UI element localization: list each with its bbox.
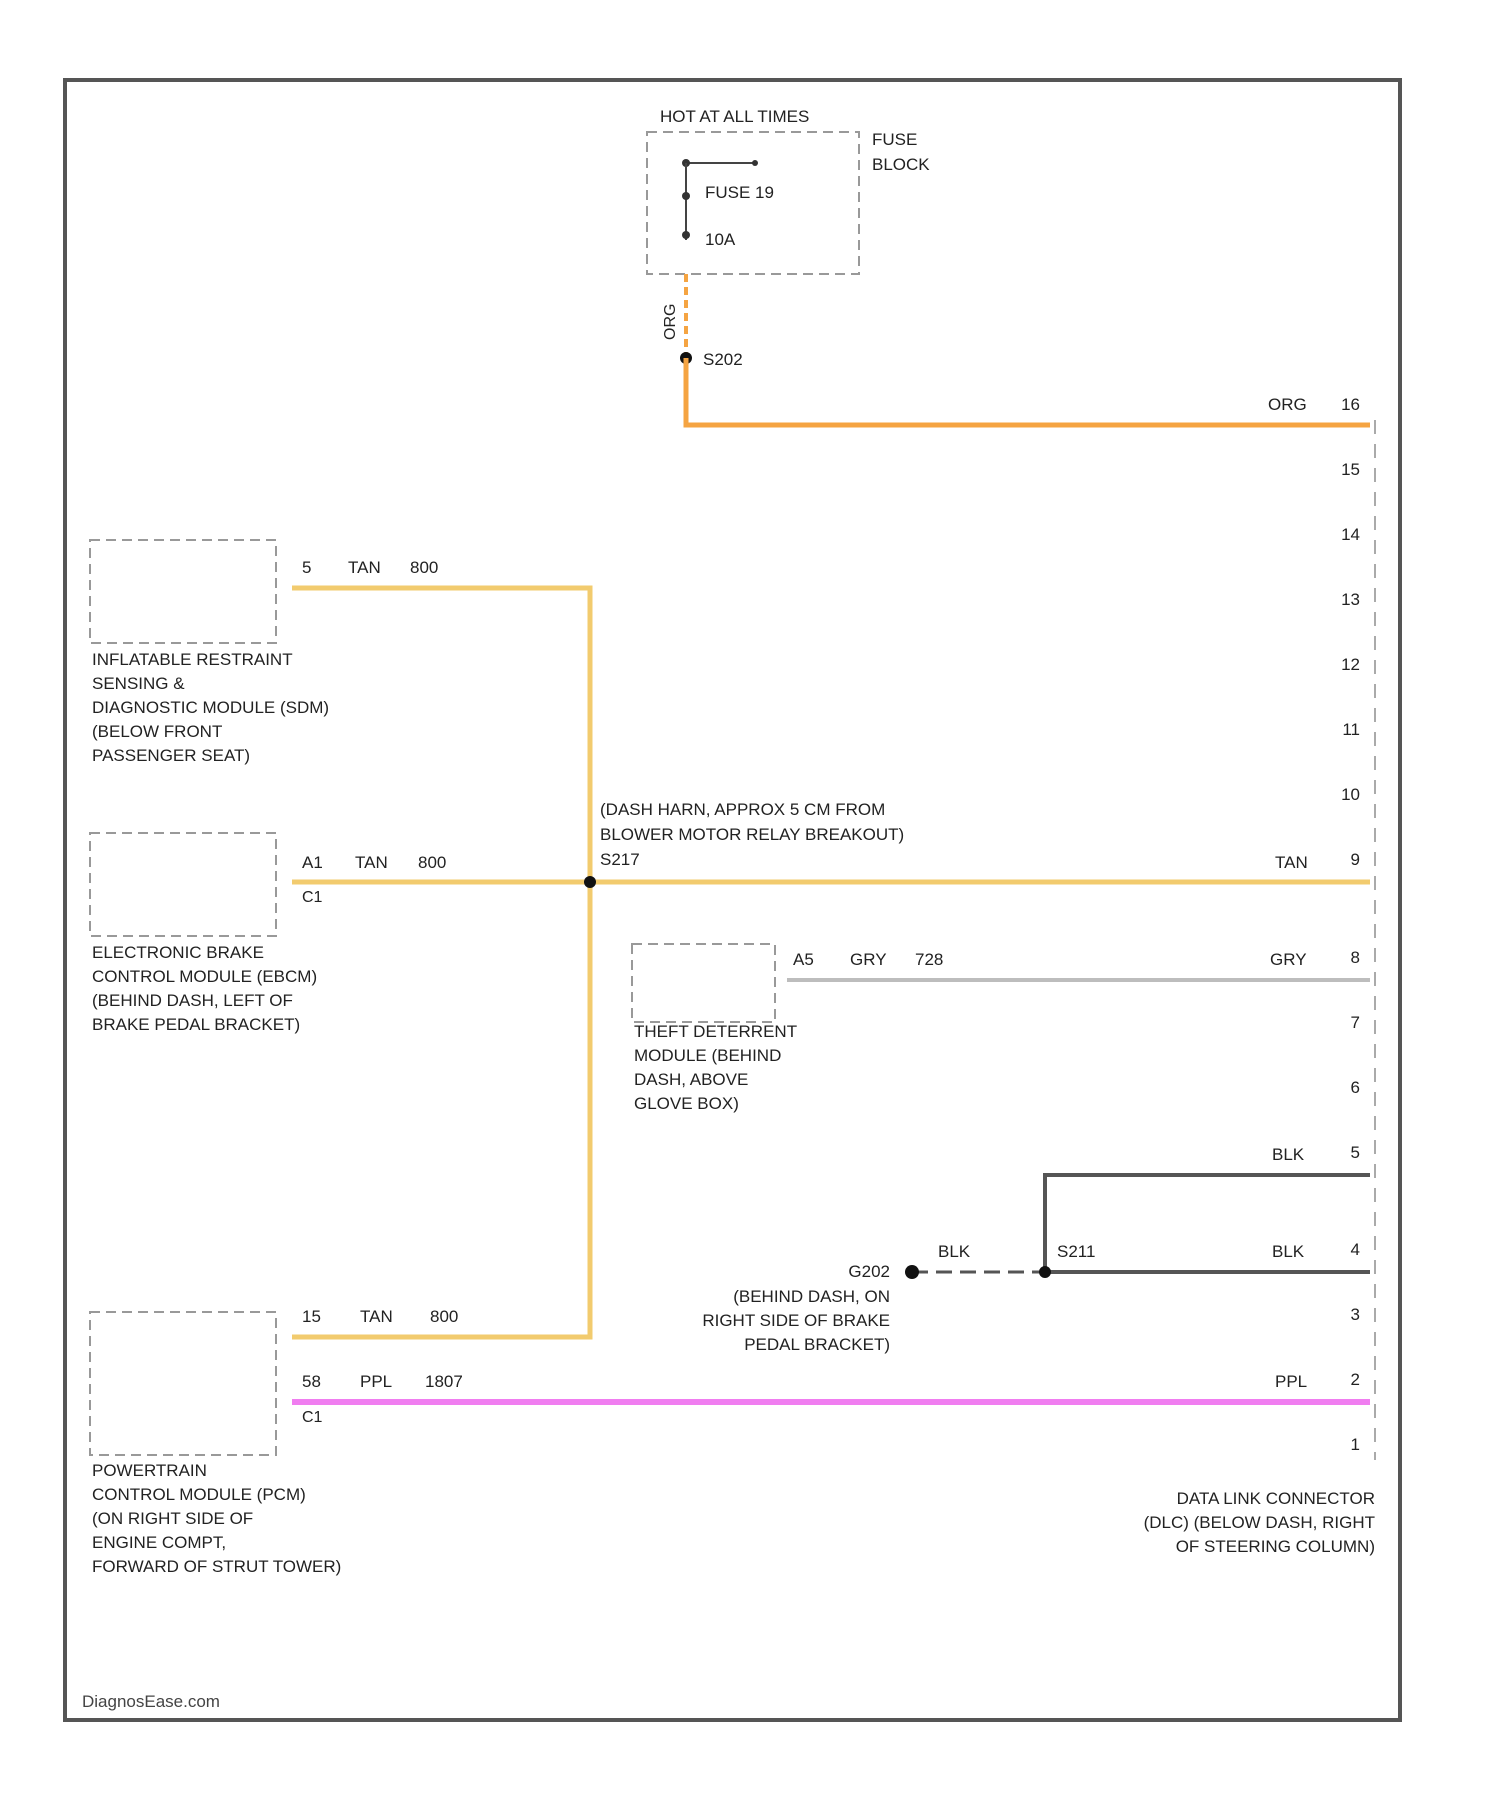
ebcm-module-box (90, 833, 276, 936)
sdm-wire-color: TAN (348, 558, 381, 577)
sdm-pin: 5 (302, 558, 311, 577)
pcm-tan-circuit: 800 (430, 1307, 458, 1326)
orange-wire (686, 358, 1370, 425)
power-label: HOT AT ALL TIMES (660, 107, 809, 126)
dlc-pin: 5 (1351, 1143, 1360, 1162)
dlc-pin: 16 (1341, 395, 1360, 414)
dlc-pin: 13 (1341, 590, 1360, 609)
fuse-terminal-bottom (682, 231, 690, 239)
dlc-location: (DLC) (BELOW DASH, RIGHT (1144, 1513, 1375, 1532)
splice-s217 (584, 876, 596, 888)
splice-s211-label: S211 (1057, 1242, 1095, 1261)
sdm-wire-circuit: 800 (410, 558, 438, 577)
ground-g202 (905, 1265, 919, 1279)
pcm-tan-color: TAN (360, 1307, 393, 1326)
pcm-pin-ppl: 58 (302, 1372, 321, 1391)
tan-wire-sdm (292, 588, 590, 882)
dlc-pin: 10 (1341, 785, 1360, 804)
dlc-pin: 15 (1341, 460, 1360, 479)
black-wire-pin4-label: BLK (1272, 1242, 1305, 1261)
fuse-bus-end (752, 160, 758, 166)
dlc-pin: 6 (1351, 1078, 1360, 1097)
sdm-location: (BELOW FRONT (92, 722, 222, 741)
theft-name-2: MODULE (BEHIND (634, 1046, 781, 1065)
pcm-ppl-color: PPL (360, 1372, 392, 1391)
black-wire-ground-label: BLK (938, 1242, 971, 1261)
harness-note-2: BLOWER MOTOR RELAY BREAKOUT) (600, 825, 904, 844)
theft-location-2: GLOVE BOX) (634, 1094, 739, 1113)
theft-pin: A5 (793, 950, 814, 969)
harness-note: (DASH HARN, APPROX 5 CM FROM (600, 800, 885, 819)
dlc-name: DATA LINK CONNECTOR (1177, 1489, 1375, 1508)
fuse-block-box (647, 132, 859, 274)
pcm-pin-tan: 15 (302, 1307, 321, 1326)
dlc-location-2: OF STEERING COLUMN) (1176, 1537, 1375, 1556)
pcm-ppl-circuit: 1807 (425, 1372, 463, 1391)
sdm-name-3: DIAGNOSTIC MODULE (SDM) (92, 698, 329, 717)
orange-wire-label: ORG (1268, 395, 1307, 414)
theft-wire-circuit: 728 (915, 950, 943, 969)
sdm-location-2: PASSENGER SEAT) (92, 746, 250, 765)
dlc-pin: 8 (1351, 948, 1360, 967)
fuse-block-label: FUSE (872, 130, 917, 149)
fuse-rating: 10A (705, 230, 736, 249)
splice-s211 (1039, 1266, 1051, 1278)
orange-wire-label-vertical: ORG (662, 304, 679, 340)
diagram-frame (65, 80, 1400, 1720)
purple-wire-dlc-label: PPL (1275, 1372, 1307, 1391)
fuse-terminal-top (682, 192, 690, 200)
dlc-pin: 7 (1351, 1013, 1360, 1032)
dlc-pin: 2 (1351, 1370, 1360, 1389)
dlc-pin: 11 (1342, 720, 1360, 739)
pcm-location-2: ENGINE COMPT, (92, 1533, 226, 1552)
splice-s202-label: S202 (703, 350, 743, 369)
black-wire-pin5-label: BLK (1272, 1145, 1305, 1164)
ebcm-wire-color: TAN (355, 853, 388, 872)
theft-location: DASH, ABOVE (634, 1070, 748, 1089)
pcm-name-2: CONTROL MODULE (PCM) (92, 1485, 306, 1504)
ebcm-wire-circuit: 800 (418, 853, 446, 872)
watermark: DiagnosEase.com (82, 1692, 220, 1711)
sdm-name: INFLATABLE RESTRAINT (92, 650, 293, 669)
sdm-name-2: SENSING & (92, 674, 185, 693)
dlc-pin: 9 (1351, 850, 1360, 869)
pcm-name: POWERTRAIN (92, 1461, 207, 1480)
ground-location-3: PEDAL BRACKET) (744, 1335, 890, 1354)
ebcm-location-2: BRAKE PEDAL BRACKET) (92, 1015, 300, 1034)
dlc-pin-group: 16 15 14 13 12 11 10 9 8 7 6 5 4 3 2 1 (1341, 395, 1360, 1454)
dlc-pin: 12 (1341, 655, 1360, 674)
ground-location-2: RIGHT SIDE OF BRAKE (702, 1311, 890, 1330)
tan-wire-pcm (292, 882, 590, 1337)
dlc-pin: 1 (1351, 1435, 1360, 1454)
ebcm-pin: A1 (302, 853, 323, 872)
theft-name: THEFT DETERRENT (634, 1022, 797, 1041)
ground-label: G202 (848, 1262, 890, 1281)
theft-wire-color: GRY (850, 950, 887, 969)
tan-wire-dlc-label: TAN (1275, 853, 1308, 872)
ebcm-connector: C1 (302, 889, 323, 906)
ebcm-location: (BEHIND DASH, LEFT OF (92, 991, 293, 1010)
dlc-pin: 4 (1351, 1240, 1360, 1259)
fuse-block-label-2: BLOCK (872, 155, 930, 174)
splice-s217-label: S217 (600, 850, 640, 869)
pcm-location-3: FORWARD OF STRUT TOWER) (92, 1557, 341, 1576)
fuse-name: FUSE 19 (705, 183, 774, 202)
ebcm-name: ELECTRONIC BRAKE (92, 943, 264, 962)
pcm-module-box (90, 1312, 276, 1455)
pcm-location: (ON RIGHT SIDE OF (92, 1509, 253, 1528)
dlc-pin: 3 (1351, 1305, 1360, 1324)
pcm-connector: C1 (302, 1409, 323, 1426)
dlc-pin: 14 (1341, 525, 1360, 544)
theft-module-box (632, 944, 775, 1022)
gray-wire-dlc-label: GRY (1270, 950, 1307, 969)
sdm-module-box (90, 540, 276, 643)
ebcm-name-2: CONTROL MODULE (EBCM) (92, 967, 317, 986)
ground-location: (BEHIND DASH, ON (733, 1287, 890, 1306)
